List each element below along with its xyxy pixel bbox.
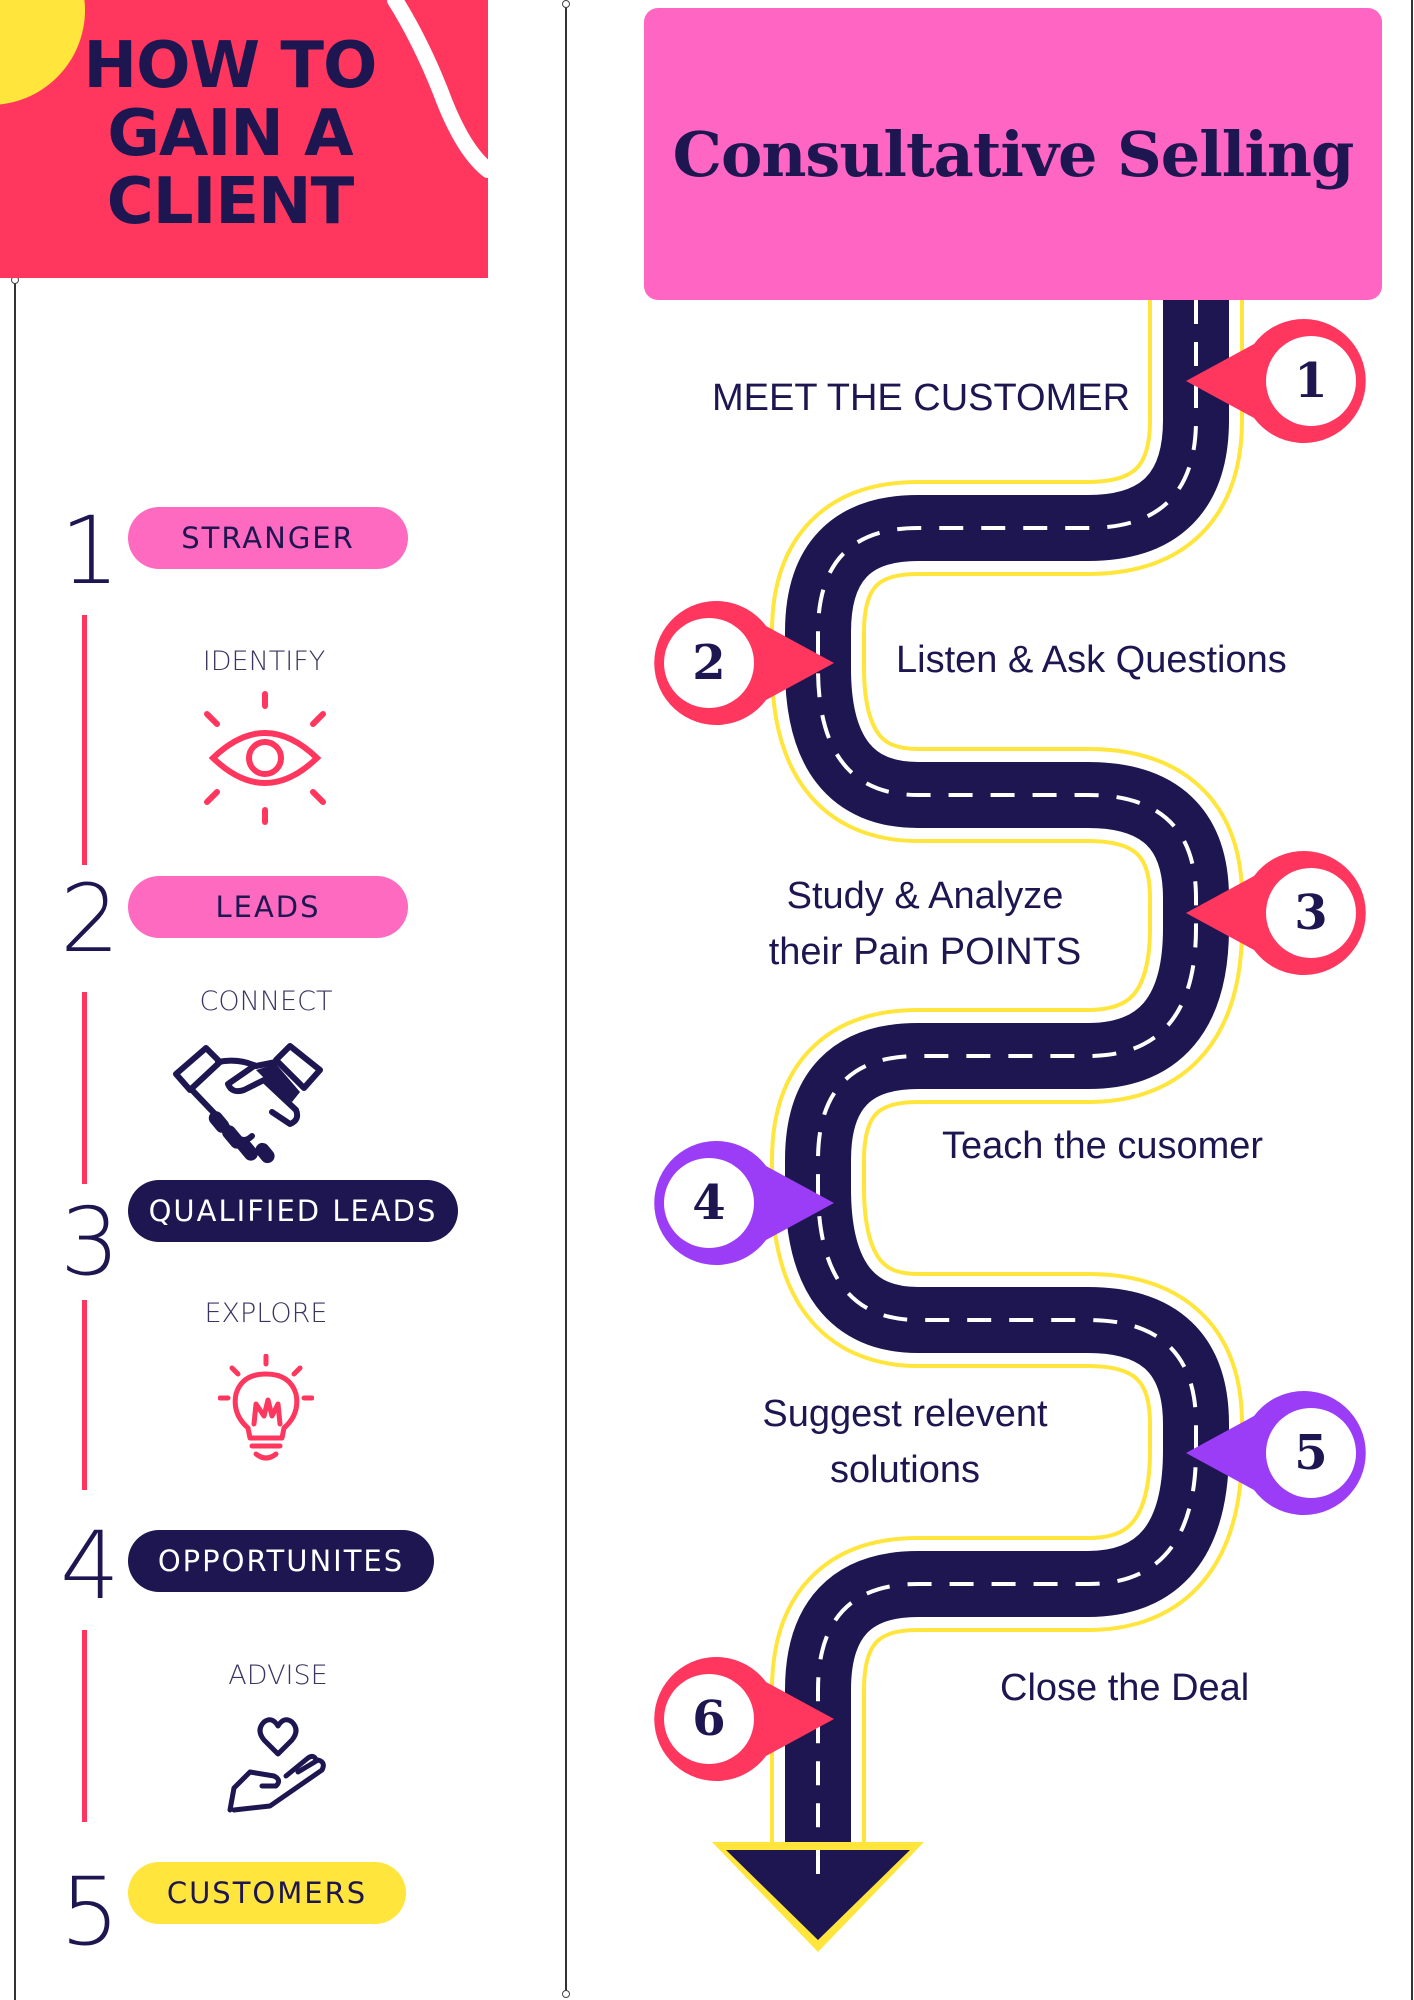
header-banner: HOW TO GAIN A CLIENT <box>0 0 488 278</box>
header-decoration <box>0 0 488 178</box>
step-pin-3: 3 <box>1186 851 1366 975</box>
step-pin-number: 1 <box>1294 353 1327 409</box>
stage-number: 5 <box>60 1858 120 1967</box>
step-pin-number: 2 <box>692 635 725 691</box>
step-label-6: Close the Deal <box>1000 1667 1250 1709</box>
left-frame-line <box>14 280 16 2000</box>
stage-pill-leads: LEADS <box>128 876 408 938</box>
heart-hand-icon <box>227 1717 326 1813</box>
diagram-title: Consultative Selling <box>672 117 1355 191</box>
step-pin-number: 4 <box>692 1175 725 1231</box>
step-label-4: Teach the cusomer <box>942 1125 1264 1167</box>
connector-line <box>82 1300 87 1490</box>
frame-handle[interactable] <box>562 1990 570 1998</box>
frame-handle[interactable] <box>562 0 570 8</box>
connector-line <box>82 1630 87 1822</box>
step-label-1: MEET THE CUSTOMER <box>712 377 1131 419</box>
stage-number: 3 <box>60 1188 120 1297</box>
action-label: EXPLORE <box>204 1298 328 1329</box>
title-banner: Consultative Selling <box>644 8 1382 300</box>
step-pin-2: 2 <box>654 601 834 725</box>
action-label: ADVISE <box>228 1660 328 1691</box>
stage-number: 4 <box>60 1512 120 1621</box>
page-title: HOW TO GAIN A CLIENT <box>83 29 378 239</box>
right-frame-line <box>1411 0 1413 2000</box>
step-pin-5: 5 <box>1186 1391 1366 1515</box>
stage-pill-qualified-leads: QUALIFIED LEADS <box>128 1180 458 1242</box>
connector-line <box>82 992 87 1184</box>
stage-pill-customers: CUSTOMERS <box>128 1862 406 1924</box>
lightbulb-icon <box>218 1354 314 1461</box>
connector-line <box>82 615 87 865</box>
stage-number: 1 <box>60 497 120 606</box>
step-label-3: Study & Analyze their Pain POINTS <box>768 875 1082 973</box>
step-pin-number: 3 <box>1294 885 1327 941</box>
action-label: IDENTIFY <box>202 646 326 677</box>
step-label-2: Listen & Ask Questions <box>896 639 1287 681</box>
step-pin-number: 5 <box>1294 1425 1327 1481</box>
step-pin-4: 4 <box>654 1141 834 1265</box>
step-label-5: Suggest relevent solutions <box>762 1393 1048 1491</box>
step-pin-6: 6 <box>654 1657 834 1781</box>
stage-number: 2 <box>60 865 120 974</box>
action-label: CONNECT <box>199 986 333 1017</box>
middle-frame-line <box>565 4 567 1996</box>
step-pin-number: 6 <box>692 1691 725 1747</box>
stage-pill-stranger: STRANGER <box>128 507 408 569</box>
eye-icon <box>204 691 326 825</box>
step-pin-1: 1 <box>1186 319 1366 443</box>
stage-pill-opportunities: OPPORTUNITES <box>128 1530 434 1592</box>
handshake-icon <box>173 1043 323 1164</box>
